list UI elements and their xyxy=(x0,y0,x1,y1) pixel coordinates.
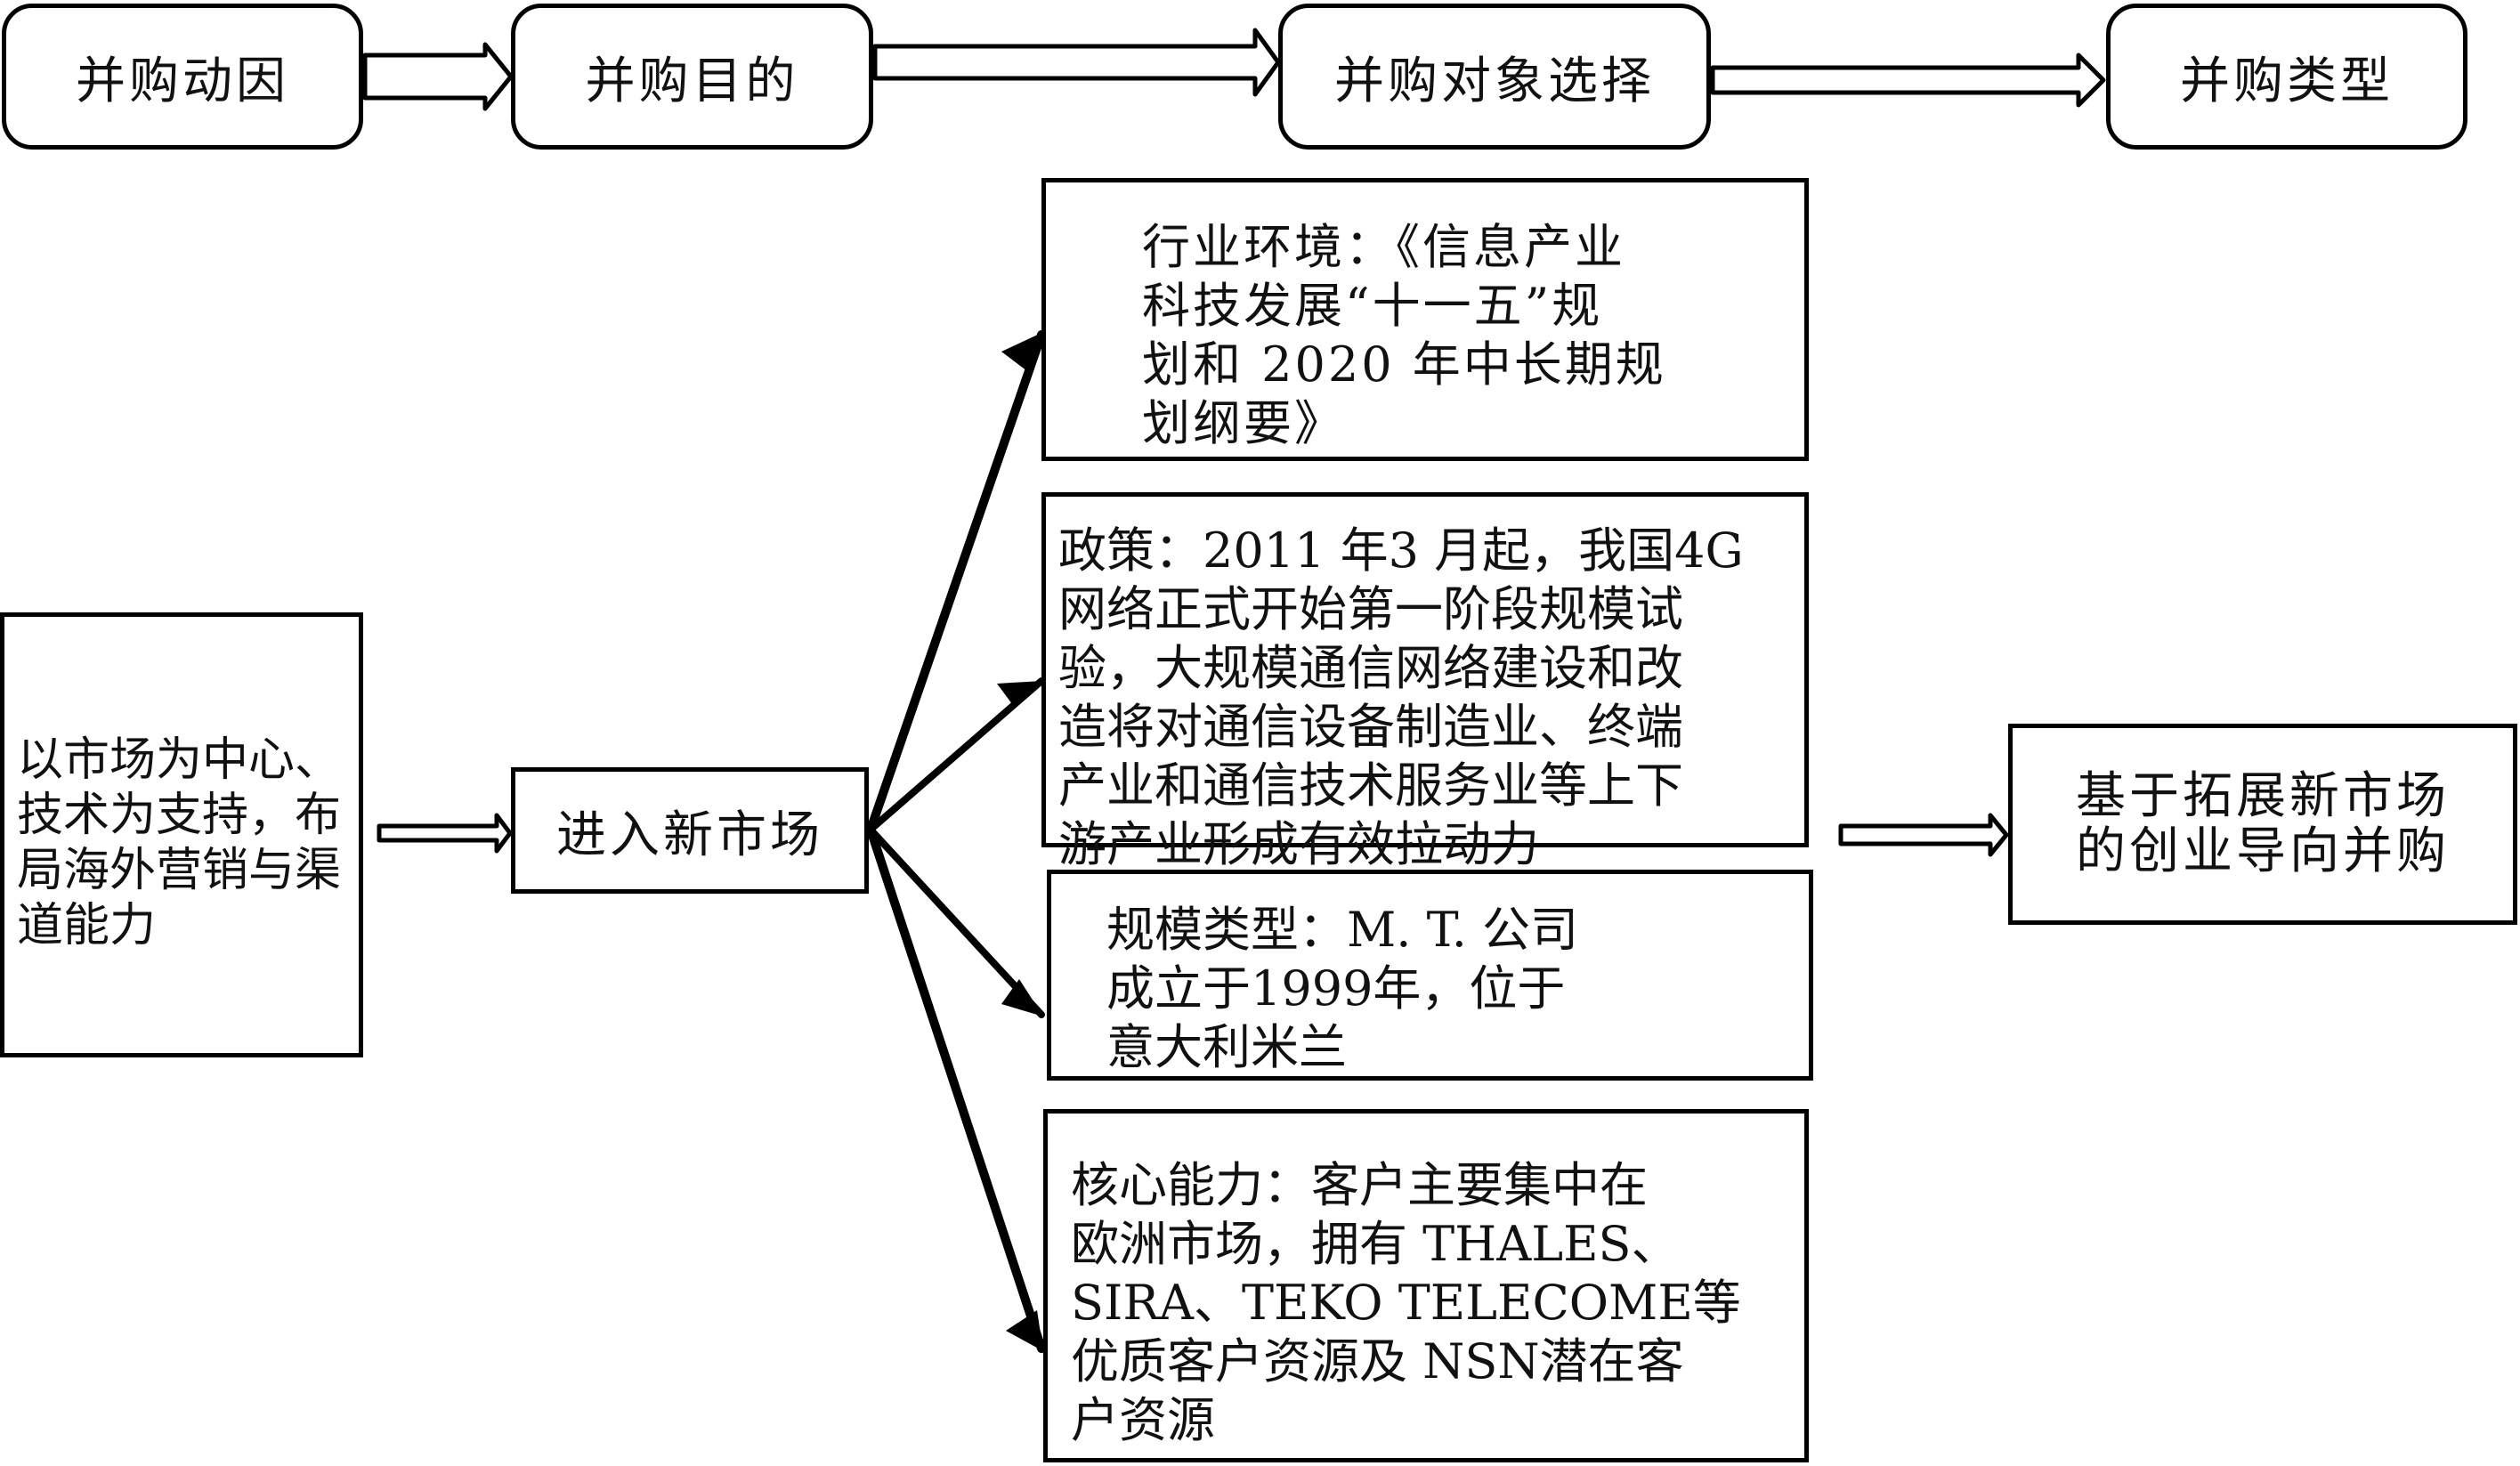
block-arrow-targets-to-result xyxy=(1838,813,2009,857)
flow-label-purpose: 并购目的 xyxy=(585,52,799,110)
flow-box-target-selection: 并购对象选择 xyxy=(1278,4,1711,150)
flow-label-target-selection: 并购对象选择 xyxy=(1334,52,1655,110)
motive-text: 以市场为中心、 技术为支持，布 局海外营销与渠 道能力 xyxy=(17,733,342,952)
type-result-text: 基于拓展新市场 的创业导向并购 xyxy=(2076,767,2450,880)
arrowhead-industry xyxy=(1001,333,1041,374)
flow-box-motive: 并购动因 xyxy=(2,4,363,150)
target-box-policy: 政策：2011 年3 月起，我国4G 网络正式开始第一阶段规模试 验，大规模通信… xyxy=(1041,492,1809,872)
flow-box-purpose: 并购目的 xyxy=(511,4,873,150)
target-text-scale: 规模类型：M. T. 公司 成立于1999年，位于 意大利米兰 xyxy=(1106,902,1579,1075)
flow-box-type: 并购类型 xyxy=(2106,4,2467,150)
target-box-scale: 规模类型：M. T. 公司 成立于1999年，位于 意大利米兰 xyxy=(1047,870,1813,1081)
target-text-core: 核心能力：客户主要集中在 欧洲市场，拥有 THALES、 SIRA、TEKO T… xyxy=(1071,1157,1741,1448)
block-arrow-purpose-to-selection xyxy=(872,28,1281,97)
purpose-box: 进入新市场 xyxy=(511,767,869,894)
arrowhead-policy xyxy=(997,681,1041,708)
fan-arrow-policy xyxy=(867,677,1045,833)
flow-label-motive: 并购动因 xyxy=(76,52,289,110)
arrowhead-core xyxy=(1006,1310,1043,1351)
target-text-industry: 行业环境：《信息产业 科技发展“十一五”规 划和 2020 年中长期规 划纲要》 xyxy=(1142,219,1666,451)
target-text-policy: 政策：2011 年3 月起，我国4G 网络正式开始第一阶段规模试 验，大规模通信… xyxy=(1058,522,1744,872)
purpose-text: 进入新市场 xyxy=(556,806,823,864)
flow-label-type: 并购类型 xyxy=(2180,52,2394,110)
fan-arrow-scale xyxy=(867,826,1045,1018)
block-arrow-motive-to-purpose xyxy=(362,42,514,111)
block-arrow-selection-to-type xyxy=(1710,53,2106,108)
fan-arrowheads xyxy=(997,333,1043,1351)
arrowhead-scale xyxy=(1001,979,1043,1016)
target-box-industry: 行业环境：《信息产业 科技发展“十一五”规 划和 2020 年中长期规 划纲要》 xyxy=(1041,178,1809,461)
target-box-core: 核心能力：客户主要集中在 欧洲市场，拥有 THALES、 SIRA、TEKO T… xyxy=(1043,1109,1809,1462)
block-arrow-motive-box-to-purpose-box xyxy=(377,813,513,854)
type-result-box: 基于拓展新市场 的创业导向并购 xyxy=(2008,724,2517,925)
fan-arrow-core xyxy=(866,825,1046,1353)
fan-arrow-industry xyxy=(866,330,1046,834)
motive-box: 以市场为中心、 技术为支持，布 局海外营销与渠 道能力 xyxy=(0,612,363,1057)
